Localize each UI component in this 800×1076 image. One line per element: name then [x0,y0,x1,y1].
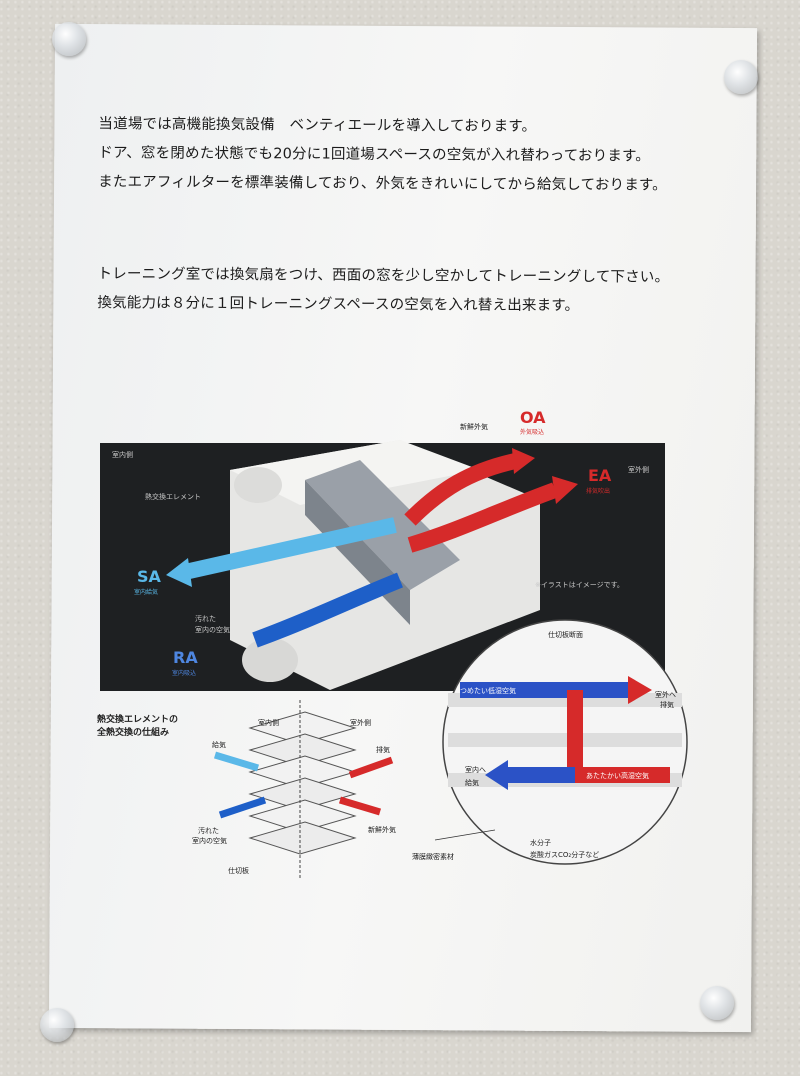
element-diagram-title-2: 全熱交換の仕組み [97,728,170,738]
dirty-air-label-2: 室内の空気 [195,626,230,634]
sa-sub-label: 室内給気 [134,589,159,596]
ra-sub-label: 室内吸込 [172,670,197,677]
pushpin-bottom-left [40,1008,74,1042]
to-outdoor-label-2: 排気 [660,701,674,709]
ea-arrow [407,482,558,553]
indoor-side-label: 室内側 [112,451,133,459]
membrane-label: 薄膜緻密素材 [412,853,454,861]
stack-dirty-label: 汚れた [198,827,219,835]
pushpin-bottom-right [700,986,734,1020]
ra-arrow [252,572,403,648]
oa-arrowhead [512,448,535,474]
stack-supply-label: 給気 [212,741,226,749]
ea-sub-label: 排気吹出 [586,488,611,495]
oa-sub-label: 外気吸込 [520,429,545,436]
cross-section-title: 仕切板断面 [548,631,583,639]
stack-outdoor-label: 室外側 [350,719,371,727]
duct-collar [242,638,298,682]
oa-label: OA [520,408,546,427]
outdoor-side-label: 室外側 [628,466,649,474]
pushpin-top-right [724,60,758,94]
element-stack [248,700,357,880]
to-indoor-label: 室内へ [465,766,486,774]
illustration-note: ※イラストはイメージです。 [535,581,624,589]
fresh-air-label: 新鮮外気 [460,423,488,431]
to-outdoor-label: 室外へ [655,691,676,699]
sa-arrow [183,517,397,580]
stack-fresh-arrow [338,796,382,816]
legend-co2: 炭酸ガスCO₂分子など [530,851,600,859]
legend-water: 水分子 [530,839,551,847]
ra-label: RA [173,648,198,667]
stack-fresh-label: 新鮮外気 [368,826,396,834]
stack-exhaust-label: 排気 [376,746,390,754]
warm-air-label: あたたかい高湿空気 [586,772,649,780]
stack-indoor-label: 室内側 [258,719,279,727]
sa-label: SA [137,567,161,586]
element-diagram-title: 熱交換エレメントの [97,715,179,725]
stack-exhaust-arrow [348,756,394,779]
sa-arrowhead [166,558,192,587]
element-label: 熱交換エレメント [145,493,201,501]
stack-dirty-label-2: 室内の空気 [192,837,227,845]
ea-arrowhead [552,476,578,504]
pushpin-top-left [52,22,86,56]
duct-collar [234,467,282,503]
to-indoor-label-2: 給気 [465,779,479,787]
cold-air-label: つめたい低湿空気 [460,687,516,695]
ea-label: EA [588,466,612,485]
partition-label: 仕切板 [228,867,249,875]
oa-arrow [404,452,522,526]
stack-dirty-arrow [218,796,267,819]
stack-supply-arrow [213,751,260,772]
dirty-air-label: 汚れた [195,615,216,623]
